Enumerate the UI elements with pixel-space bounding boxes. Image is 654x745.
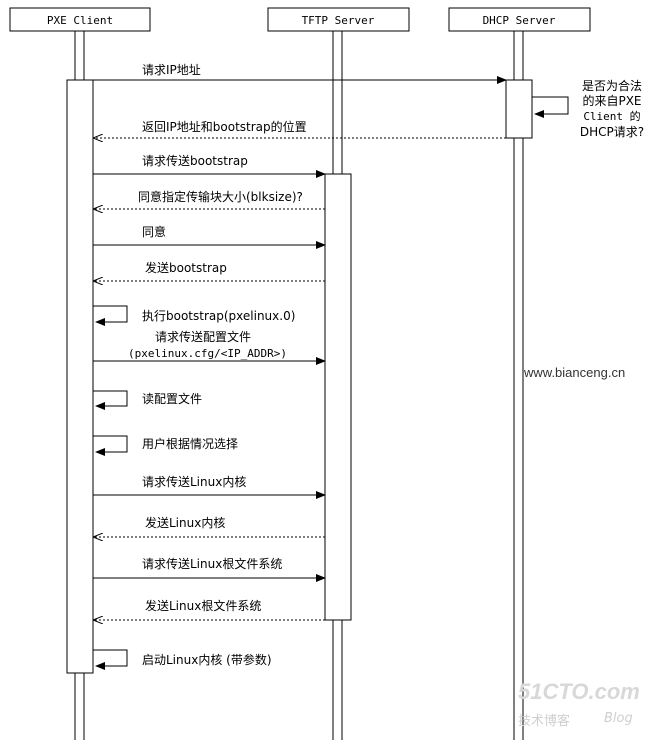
self-call-execute-bootstrap [93, 305, 128, 326]
message-label-8b: (pxelinux.cfg/<IP_ADDR>) [128, 347, 287, 360]
dhcp-note-line-4: DHCP请求? [580, 125, 644, 139]
dhcp-note-line-1: 是否为合法 [582, 78, 642, 93]
dhcp-note-line-3: Client 的 [583, 109, 640, 123]
participant-client: PXE Client [9, 7, 151, 32]
self-call-read-config [93, 390, 128, 410]
message-label-10: 用户根据情况选择 [142, 436, 238, 451]
activation-tftp [324, 173, 352, 621]
message-label-13: 请求传送Linux根文件系统 [142, 556, 282, 571]
lifeline-dhcp [513, 31, 524, 740]
message-label-4: 同意指定传输块大小(blksize)? [138, 189, 303, 204]
dhcp-note: 是否为合法 的来自PXE Client 的 DHCP请求? [580, 78, 644, 139]
message-label-11: 请求传送Linux内核 [142, 474, 246, 489]
message-label-7: 执行bootstrap(pxelinux.0) [142, 309, 295, 323]
watermark-logo: 51CTO.com 技术博客 Blog [518, 679, 640, 729]
watermark-sub1: 技术博客 [518, 713, 570, 729]
self-call-user-choice [93, 435, 128, 456]
message-label-5: 同意 [142, 224, 166, 239]
message-label-15: 启动Linux内核 (带参数) [142, 652, 272, 667]
message-label-8a: 请求传送配置文件 [155, 329, 251, 344]
message-label-3: 请求传送bootstrap [142, 153, 248, 168]
self-call-dhcp [532, 96, 569, 118]
site-label: www.bianceng.cn [523, 365, 625, 380]
participant-dhcp: DHCP Server [448, 7, 591, 32]
message-label-1: 请求IP地址 [142, 63, 201, 77]
watermark-sub2: Blog [604, 711, 633, 726]
self-call-boot-kernel [93, 649, 128, 670]
participant-dhcp-label: DHCP Server [483, 14, 556, 27]
participant-tftp: TFTP Server [267, 7, 410, 32]
message-label-12: 发送Linux内核 [145, 515, 225, 530]
participant-tftp-label: TFTP Server [302, 14, 375, 27]
message-label-14: 发送Linux根文件系统 [145, 598, 261, 613]
message-label-9: 读配置文件 [142, 391, 202, 406]
activation-client [66, 79, 94, 674]
message-label-6: 发送bootstrap [145, 260, 227, 275]
watermark-brand: 51CTO.com [518, 679, 640, 704]
participant-client-label: PXE Client [47, 14, 113, 27]
message-label-2: 返回IP地址和bootstrap的位置 [142, 119, 307, 134]
activation-dhcp [505, 79, 533, 139]
dhcp-note-line-2: 的来自PXE [582, 93, 641, 108]
